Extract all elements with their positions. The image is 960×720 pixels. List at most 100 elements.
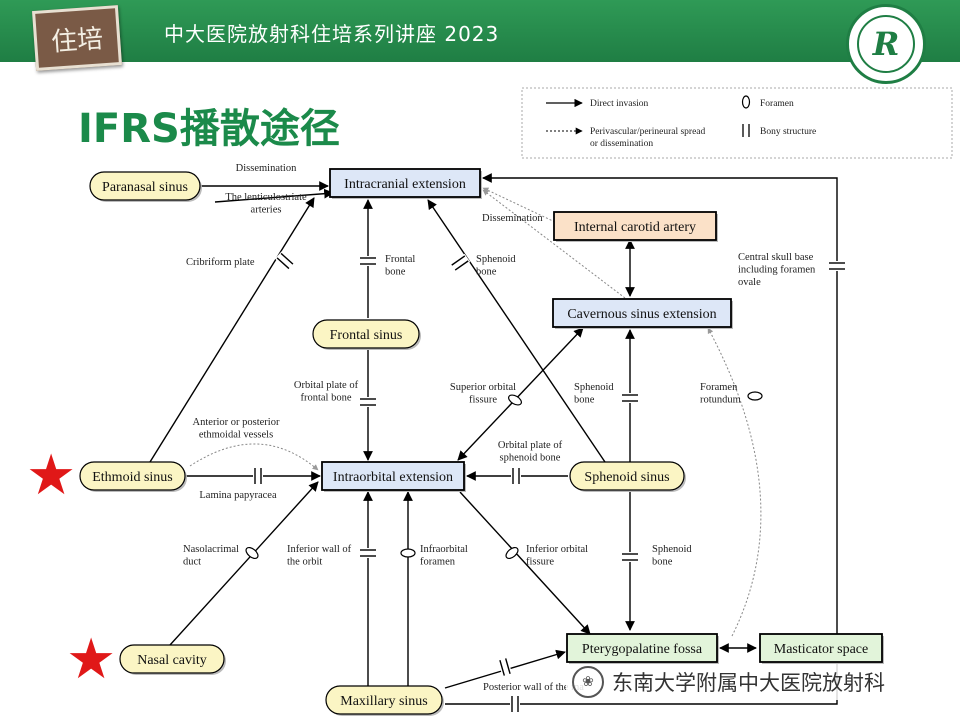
node-box: [312, 319, 420, 349]
node-box: [759, 633, 883, 663]
edge-line: [459, 491, 591, 635]
node-frontal: Frontal sinus: [312, 319, 421, 350]
node-ica: Internal carotid artery: [553, 211, 718, 242]
legend-perivascular-label-1: Perivascular/perineural spread: [590, 127, 706, 137]
node-box: [552, 298, 732, 328]
edge-line: [482, 189, 626, 299]
node-label: Maxillary sinus: [340, 694, 428, 709]
nodes: Paranasal sinus Intracranial extensionInt…: [79, 168, 884, 716]
node-box: [566, 633, 718, 663]
legend: Direct invasion Perivascular/perineural …: [521, 87, 953, 159]
node-maxillary: Maxillary sinus: [325, 685, 444, 716]
bony-structure-icon: [828, 261, 846, 271]
edge-label-line: bone: [385, 267, 406, 278]
edge-label: Frontal bone: [385, 254, 415, 278]
edge-label-line: Infraorbital: [420, 544, 468, 555]
node-cavernous: Cavernous sinus extension: [552, 298, 733, 329]
legend-bony-label: Bony structure: [760, 127, 816, 137]
edge-label-line: Sphenoid: [652, 544, 692, 555]
bony-structure-icon: [359, 548, 377, 558]
node-box: [321, 461, 465, 491]
edge-label-line: Dissemination: [236, 163, 297, 174]
foramen-icon: [505, 546, 519, 560]
edge-label: Dissemination: [236, 163, 297, 174]
wechat-icon: ❀: [572, 666, 604, 698]
node-label: Intraorbital extension: [333, 470, 453, 485]
edge-line: [214, 188, 334, 203]
foramen-icon: [400, 548, 416, 558]
legend-direct-label: Direct invasion: [590, 99, 649, 109]
edge-label-line: ethmoidal vessels: [199, 430, 273, 441]
node-label: Intracranial extension: [344, 177, 466, 192]
bony-structure-icon: [274, 251, 296, 271]
bony-bar: [454, 260, 469, 271]
bony-bar: [505, 658, 511, 675]
edge-label-line: Dissemination: [482, 213, 543, 224]
bony-bar: [280, 252, 294, 265]
symbols: [245, 251, 846, 713]
bony-structure-icon: [497, 656, 513, 678]
edge-label-line: Posterior wall of the ma: [483, 682, 584, 693]
node-box: [79, 461, 186, 491]
edge-line: [707, 327, 762, 637]
edge-label-line: Inferior orbital: [526, 544, 588, 555]
legend-foramen-icon: [741, 95, 751, 109]
watermark-text: 东南大学附属中大医院放射科: [612, 671, 885, 695]
edge-line: [457, 327, 584, 461]
bony-structure-icon: [359, 256, 377, 266]
edge-label-line: Cribriform plate: [186, 257, 255, 268]
edge-label-line: bone: [476, 267, 497, 278]
edge-label-line: Frontal: [385, 254, 415, 265]
node-intraorbital: Intraorbital extension: [321, 461, 466, 492]
node-label: Ethmoid sinus: [92, 470, 173, 485]
foramen-icon: [245, 546, 259, 560]
watermark: ❀ 东南大学附属中大医院放射科: [566, 664, 891, 700]
bony-bar: [451, 255, 466, 266]
bony-gap: [511, 467, 521, 485]
bony-bar: [276, 257, 290, 270]
edge-label-line: fissure: [469, 395, 497, 406]
edge-label-line: foramen: [420, 557, 456, 568]
slide-title: IFRS播散途径: [78, 106, 340, 152]
edge-label-line: Anterior or posterior: [193, 417, 280, 428]
foramen-icon: [508, 394, 522, 406]
node-box: [89, 171, 201, 201]
node-intracranial: Intracranial extension: [329, 168, 482, 199]
node-box: [325, 685, 443, 715]
bony-structure-icon: [359, 397, 377, 407]
edge-label-line: Sphenoid: [574, 382, 614, 393]
edge-label-line: arteries: [251, 205, 282, 216]
bony-structure-icon: [511, 467, 521, 485]
node-box: [119, 644, 225, 674]
node-label: Sphenoid sinus: [584, 470, 669, 485]
edge-label: Inferior orbital fissure: [526, 544, 588, 568]
node-ptery: Pterygopalatine fossa: [566, 633, 719, 664]
bony-gap: [497, 656, 513, 678]
edge-line: [189, 443, 319, 471]
edge-label-line: The lenticulostriate: [225, 192, 307, 203]
legend-box: [521, 87, 953, 159]
bony-gap: [510, 695, 520, 713]
edge-label-line: Orbital plate of: [294, 380, 359, 391]
node-label: Nasal cavity: [137, 653, 207, 668]
edge-label: Dissemination: [482, 213, 543, 224]
bony-gap: [274, 251, 296, 271]
edge-label: Infraorbital foramen: [420, 544, 468, 568]
node-paranasal: Paranasal sinus: [89, 171, 202, 202]
node-ethmoid: Ethmoid sinus: [79, 461, 187, 492]
node-label: Internal carotid artery: [574, 220, 696, 235]
edge-label-line: including foramen: [738, 265, 816, 276]
edge-label-line: duct: [183, 557, 201, 568]
edge-label-line: bone: [652, 557, 673, 568]
bony-gap: [253, 467, 263, 485]
star-icon-ethmoid: ★: [26, 443, 77, 508]
edge-label-line: rotundum: [700, 395, 741, 406]
node-sphenoid: Sphenoid sinus: [569, 461, 686, 492]
edge-label-line: fissure: [526, 557, 554, 568]
